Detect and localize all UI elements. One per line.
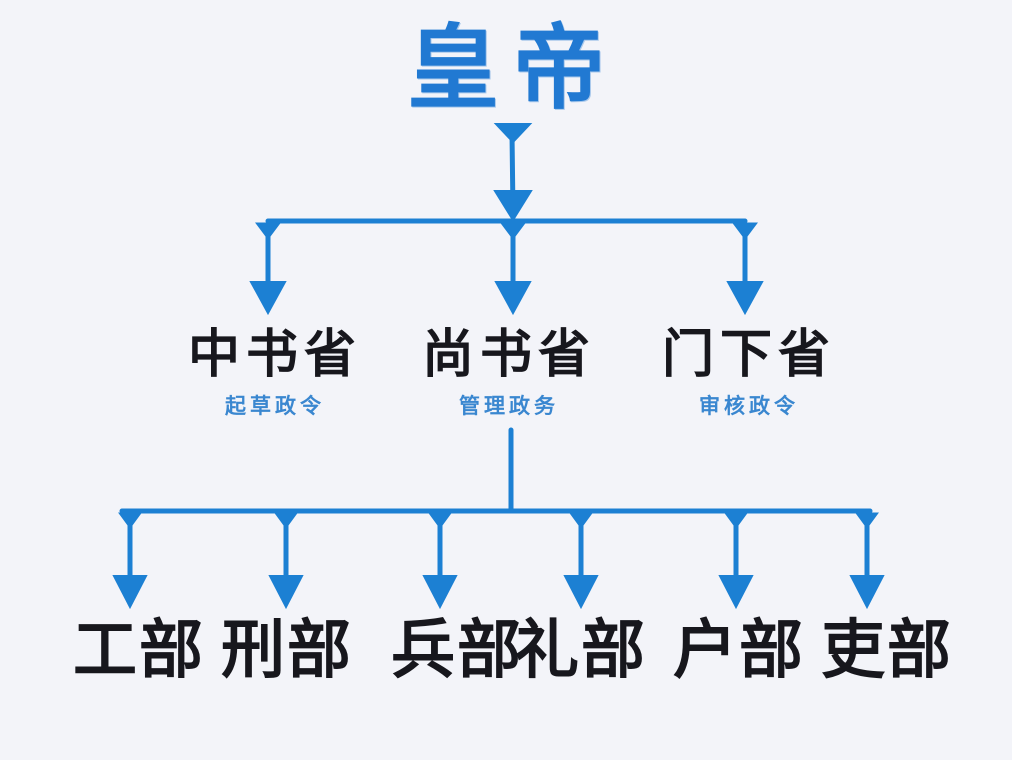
ministry-hubu: 户部 (673, 614, 805, 688)
ministry-xingbu: 刑部 (221, 614, 353, 688)
emperor-title: 皇帝 (406, 15, 620, 122)
department-duty: 起草政令 (224, 393, 325, 418)
department-duty: 审核政令 (698, 393, 799, 418)
department-menxiasheng: 门下省 审核政令 (661, 325, 837, 420)
department-name: 门下省 (661, 325, 837, 385)
ministry-bingbu: 兵部 (391, 614, 523, 688)
department-zhongshusheng: 中书省 起草政令 (187, 325, 363, 420)
department-name: 尚书省 (421, 325, 597, 385)
ministry-libu-personnel: 吏部 (821, 614, 953, 688)
department-name: 中书省 (187, 325, 363, 385)
department-shangshusheng: 尚书省 管理政务 (421, 325, 597, 420)
ministry-gongbu: 工部 (73, 614, 205, 688)
department-duty: 管理政务 (458, 393, 559, 418)
ministry-libu-rites: 礼部 (515, 614, 647, 688)
